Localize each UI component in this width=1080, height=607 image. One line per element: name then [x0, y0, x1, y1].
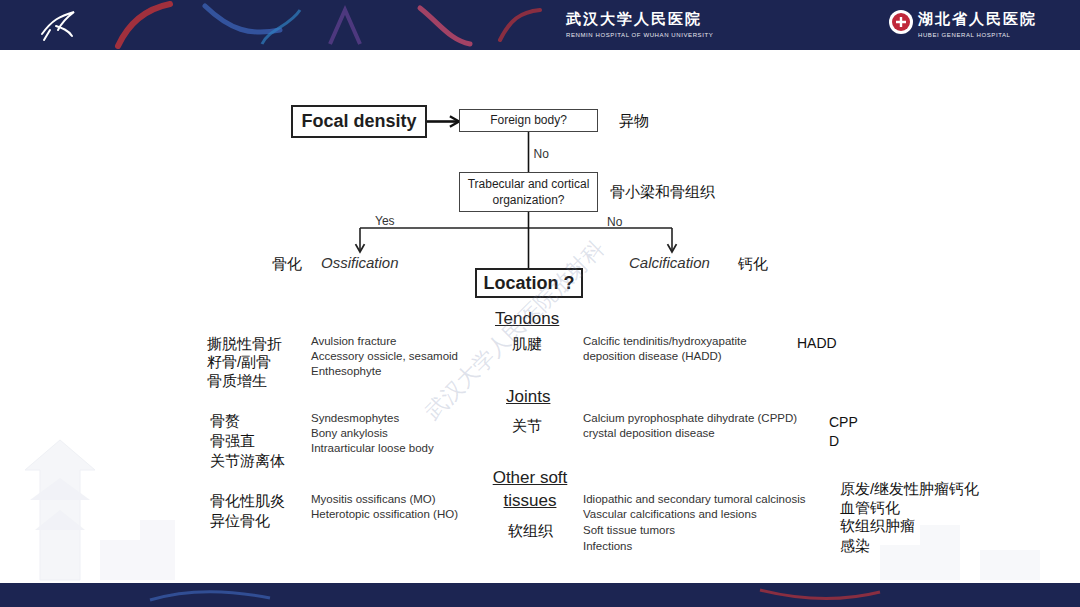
item-cn: 骨质增生 — [207, 371, 267, 390]
start-box: Focal density — [291, 105, 427, 138]
hospital-emblem — [889, 10, 913, 34]
category-name: Calcification — [629, 254, 710, 272]
header-brush — [500, 10, 540, 40]
abbreviation: CPP D — [829, 413, 861, 451]
footer-brush — [150, 592, 270, 601]
item-text: Avulsion fracture — [311, 334, 396, 349]
item-cn: 原发/继发性肿瘤钙化 — [840, 479, 979, 498]
item-cn: 骨强直 — [210, 431, 255, 450]
item-cn: 籽骨/副骨 — [207, 352, 271, 371]
flow-connector — [528, 132, 530, 172]
item-cn: 骨赘 — [210, 411, 240, 430]
hospital-name: 武汉大学人民医院 — [566, 10, 702, 28]
item-text: Enthesophyte — [311, 364, 381, 379]
flow-connector — [427, 120, 459, 123]
tower-roof — [30, 478, 90, 530]
item-text: Vascular calcifications and lesions — [583, 507, 757, 522]
header-brush — [262, 10, 300, 44]
header-brush — [118, 4, 170, 46]
header-brush — [205, 6, 280, 32]
category-name: Ossification — [321, 254, 399, 272]
item-cn: 关节游离体 — [210, 451, 285, 470]
hospital-name-en: HUBEI GENERAL HOSPITAL — [918, 32, 1011, 39]
section-cn: 关节 — [512, 416, 542, 435]
item-cn: 软组织肿瘤 — [840, 516, 915, 535]
hospital-name: 湖北省人民医院 — [918, 10, 1037, 28]
abbreviation: HADD — [797, 334, 837, 353]
item-text: Intraarticular loose body — [311, 441, 434, 456]
section-cn: 软组织 — [508, 521, 553, 540]
tower-shape — [25, 440, 95, 580]
node-text: Trabecular and cortical organization? — [464, 176, 593, 208]
item-text: Infections — [583, 539, 632, 554]
item-cn: 血管钙化 — [840, 498, 900, 517]
header-brush — [420, 8, 470, 44]
city-block — [100, 520, 175, 580]
branch-label: No — [607, 215, 622, 229]
node-text: Focal density — [301, 111, 416, 132]
item-text: Accessory ossicle, sesamoid — [311, 349, 458, 364]
hospital-name-en: RENMIN HOSPITAL OF WUHAN UNIVERSITY — [566, 32, 713, 39]
node-text: Foreign body? — [490, 112, 567, 128]
item-text: Idiopathic and secondary tumoral calcino… — [583, 492, 805, 507]
footer-band — [0, 583, 1080, 607]
hospital-emblem — [892, 13, 910, 31]
section-heading: Joints — [506, 385, 550, 408]
section-heading: Other soft tissues — [484, 466, 576, 512]
branch-arrow — [359, 228, 361, 252]
question-box: Trabecular and cortical organization?骨小梁… — [459, 172, 598, 212]
branch-arrow — [671, 228, 673, 252]
background-tower — [25, 440, 1040, 580]
category-cn: 钙化 — [738, 254, 768, 273]
flow-connector — [528, 212, 530, 268]
item-text: Calcific tendinitis/hydroxyapatite depos… — [583, 334, 773, 364]
crane-logo — [42, 12, 74, 40]
hospital-emblem — [896, 17, 906, 27]
item-text: Calcium pyrophosphate dihydrate (CPPD) c… — [583, 411, 833, 441]
item-text: Syndesmophytes — [311, 411, 399, 426]
category-cn: 骨化 — [272, 254, 302, 273]
item-text: Bony ankylosis — [311, 426, 388, 441]
question-box: Foreign body?异物 — [459, 109, 598, 132]
item-text: Soft tissue tumors — [583, 523, 675, 538]
item-text: Myositis ossificans (MO) — [311, 492, 436, 507]
branch-label: Yes — [375, 214, 395, 228]
item-cn: 异位骨化 — [210, 511, 270, 530]
item-text: Heterotopic ossification (HO) — [311, 507, 458, 522]
item-cn: 感染 — [840, 536, 870, 555]
item-cn: 骨化性肌炎 — [210, 491, 285, 510]
branch-line — [360, 227, 672, 229]
footer-brush — [760, 590, 880, 599]
node-translation: 异物 — [619, 110, 649, 130]
node-translation: 骨小梁和骨组织 — [610, 182, 715, 202]
header-brush — [330, 10, 360, 44]
item-cn: 撕脱性骨折 — [207, 334, 282, 353]
edge-label: No — [534, 147, 549, 161]
header-band — [0, 0, 1080, 50]
